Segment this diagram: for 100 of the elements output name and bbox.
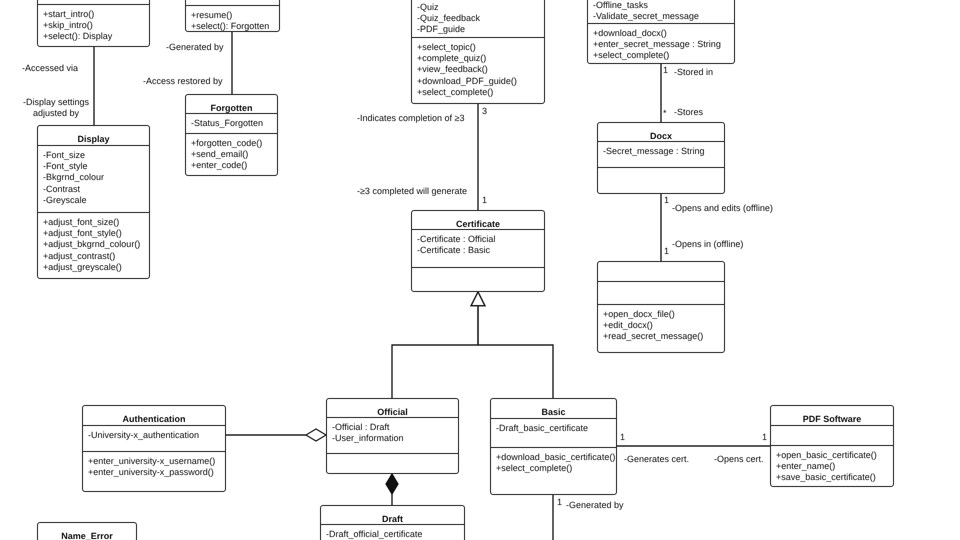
generalization-arrow: [470, 291, 554, 398]
role-label: -≥3 completed will generate: [357, 186, 467, 197]
attribute-text: -Certificate : Basic: [417, 245, 490, 256]
method-text: +adjust_font_style(): [43, 228, 122, 240]
method-text: +adjust_contrast(): [43, 250, 116, 262]
class-box: [587, 0, 735, 64]
multiplicity-label: 1: [482, 195, 488, 206]
method-text: +send_email(): [191, 149, 248, 160]
method-text: +enter_university-x_username(): [88, 456, 216, 468]
association-line: [93, 47, 95, 125]
method-text: +read_secret_message(): [603, 331, 704, 343]
role-label: -Stored in: [674, 67, 714, 78]
multiplicity-label: 1: [557, 497, 562, 508]
role-label: -Stores: [674, 107, 704, 118]
attribute-text: -Status_Forgotten: [191, 118, 264, 130]
role-label: -Generated by: [566, 500, 624, 511]
class-box: [37, 125, 150, 279]
multiplicity-label: 1: [664, 246, 670, 257]
attribute-text: -University-x_authentication: [88, 430, 200, 442]
role-label: -Generated by: [166, 42, 224, 53]
role-label: -Accessed via: [22, 63, 78, 74]
class-name: Display: [77, 134, 110, 145]
attribute-text: -Quiz_feedback: [417, 13, 480, 24]
class-name: Draft: [382, 514, 403, 525]
multiplicity-label: 1: [664, 195, 670, 206]
method-text: +select(): Forgotten: [191, 21, 270, 32]
attribute-text: -Offline_tasks: [593, 0, 648, 12]
attribute-text: -Certificate : Official: [417, 234, 496, 246]
method-text: +download_docx(): [593, 28, 667, 40]
class-box: [37, 0, 150, 47]
attribute-text: -Font_size: [43, 150, 86, 162]
class-name: PDF Software: [802, 414, 862, 425]
attribute-text: -Official : Draft: [332, 422, 390, 434]
role-label: -Indicates completion of ≥3: [357, 113, 464, 124]
role-label: -Opens in (offline): [672, 239, 744, 250]
class-box: [597, 261, 725, 353]
association-line: [231, 32, 233, 94]
multiplicity-label: 1: [663, 65, 668, 76]
class-box: [326, 398, 459, 474]
method-text: +select(): Display: [43, 31, 112, 43]
class-name: Authentication: [122, 414, 186, 425]
method-text: +open_basic_certificate(): [776, 450, 877, 462]
attribute-text: -Bkgrnd_colour: [43, 172, 104, 184]
method-text: +view_feedback(): [417, 64, 488, 76]
attribute-text: -User_information: [332, 433, 404, 444]
attribute-text: -Draft_official_certificate: [326, 529, 422, 540]
method-text: +adjust_font_size(): [43, 217, 120, 228]
method-text: +select_topic(): [417, 42, 476, 54]
multiplicity-label: 3: [482, 106, 488, 117]
method-text: +complete_quiz(): [417, 53, 486, 64]
method-text: +start_intro(): [43, 9, 94, 20]
method-text: +select_complete(): [417, 86, 494, 98]
association-line: [660, 64, 662, 122]
class-box: [411, 0, 545, 104]
composition-line: [385, 473, 399, 505]
class-box: [320, 505, 465, 540]
class-box: [82, 405, 226, 492]
class-box: [185, 94, 278, 176]
method-text: +adjust_bkgrnd_colour(): [43, 239, 140, 251]
multiplicity-label: *: [663, 108, 667, 119]
attribute-text: -Draft_basic_certificate: [496, 423, 588, 434]
attribute-text: -Quiz: [417, 2, 439, 14]
method-text: +save_basic_certificate(): [776, 472, 876, 484]
method-text: +select_complete(): [496, 463, 572, 474]
method-text: +download_basic_certificate(): [496, 452, 616, 464]
method-text: +skip_intro(): [43, 20, 93, 32]
method-text: +select_complete(): [593, 50, 670, 62]
multiplicity-label: 1: [762, 432, 768, 443]
class-box: [490, 398, 617, 495]
method-text: +enter_university-x_password(): [88, 467, 214, 478]
class-box: [37, 522, 137, 540]
method-text: +edit_docx(): [603, 320, 653, 332]
association-line: [617, 445, 770, 447]
class-box: [411, 210, 545, 292]
method-text: +forgotten_code(): [191, 138, 262, 150]
attribute-text: -PDF_guide: [417, 24, 466, 36]
multiplicity-label: 1: [620, 432, 626, 443]
class-name: Name_Error: [61, 531, 113, 540]
attribute-text: -Validate_secret_message: [593, 11, 699, 22]
method-text: +enter_code(): [191, 160, 248, 172]
association-line: [552, 495, 554, 540]
role-label: -Access restored by: [143, 76, 223, 87]
attribute-text: -Greyscale: [43, 194, 87, 206]
role-label: -Opens and edits (offline): [672, 203, 773, 214]
class-box: [597, 122, 725, 194]
attribute-text: -Contrast: [43, 184, 80, 195]
method-text: +adjust_greyscale(): [43, 262, 122, 274]
class-name: Docx: [650, 131, 672, 142]
method-text: +download_PDF_guide(): [417, 76, 517, 87]
aggregation-line: [226, 428, 327, 442]
class-box: [770, 405, 894, 487]
class-name: Official: [377, 407, 408, 418]
class-name: Basic: [541, 407, 566, 418]
class-name: Certificate: [456, 219, 500, 230]
method-text: +enter_secret_message : String: [593, 39, 721, 50]
class-name: Forgotten: [210, 103, 252, 114]
attribute-text: -Font_style: [43, 161, 88, 172]
role-label: -Opens cert.: [714, 454, 764, 465]
method-text: +open_docx_file(): [603, 309, 675, 320]
association-line: [477, 104, 479, 210]
